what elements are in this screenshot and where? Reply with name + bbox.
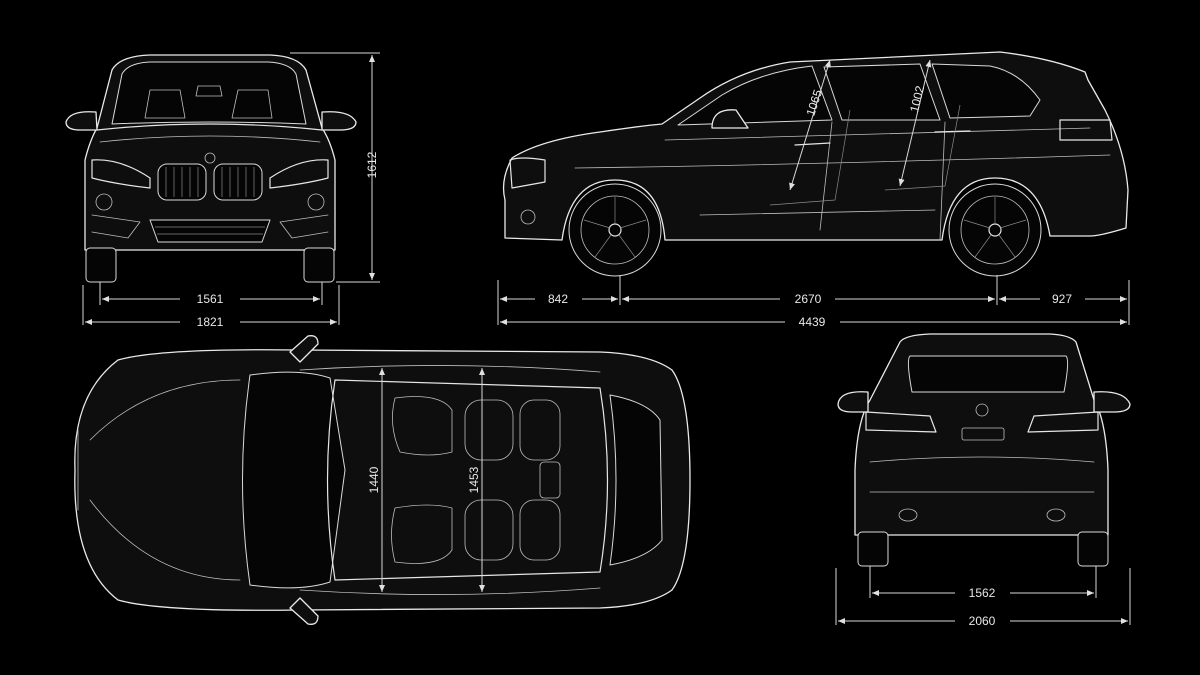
side-wheelbase-label: 2670 [795, 292, 822, 306]
front-dimension-lines [82, 52, 380, 325]
front-view [65, 54, 357, 283]
top-front-shoulder-label: 1440 [367, 466, 381, 493]
side-front-overhang-label: 842 [548, 292, 568, 306]
top-rear-shoulder-label: 1453 [467, 466, 481, 493]
side-dimension-lines [497, 275, 1130, 325]
rear-track-label: 1562 [969, 586, 996, 600]
side-rear-overhang-label: 927 [1052, 292, 1072, 306]
rear-width-label: 2060 [969, 614, 996, 628]
side-length-label: 4439 [799, 315, 826, 329]
top-view [74, 335, 691, 625]
rear-view [837, 333, 1131, 567]
side-rear-headroom-label: 1002 [907, 84, 927, 114]
rear-dimension-lines [835, 566, 1131, 625]
front-track-label: 1561 [197, 292, 224, 306]
side-view [502, 51, 1129, 277]
front-height-label: 1612 [365, 151, 379, 178]
front-width-label: 1821 [197, 315, 224, 329]
